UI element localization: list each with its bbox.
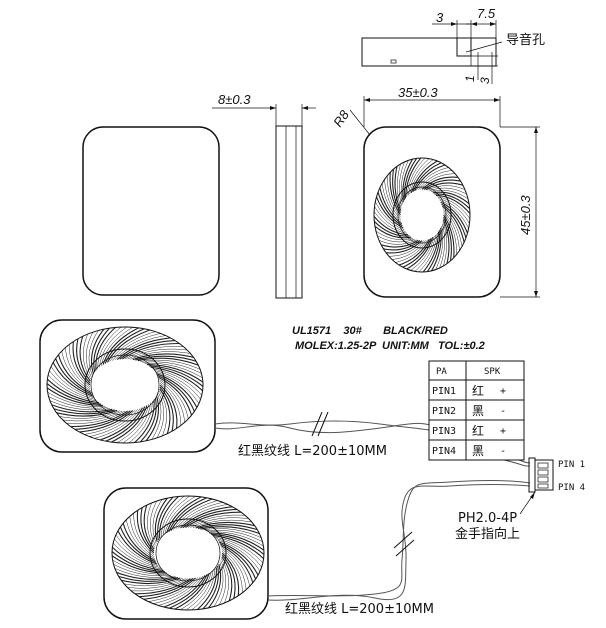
- table-row-color: 黑: [472, 404, 484, 418]
- table-row-pin: PIN1: [432, 386, 456, 397]
- dim-radius: R8: [330, 107, 352, 130]
- table-row-sign: -: [500, 446, 506, 457]
- table-row-sign: +: [500, 426, 506, 437]
- dim-width: 35±0.3: [398, 85, 438, 100]
- table-header-pa: PA: [436, 367, 447, 377]
- table-row-pin: PIN2: [432, 406, 456, 417]
- connector: PIN 1 PIN 4 PH2.0-4P 金手指向上: [455, 457, 585, 542]
- dim-hole-width: 7.5: [477, 6, 496, 21]
- pin-table: PA SPK PIN1 红 + PIN2 黑 - PIN3 红 + PIN4 黑…: [428, 360, 525, 461]
- dim-thickness: 8±0.3: [218, 92, 251, 107]
- lower-speaker: [103, 487, 269, 620]
- dim-hole-offset: 3: [436, 10, 444, 25]
- table-row-color: 黑: [472, 444, 484, 458]
- side-view: 8±0.3: [212, 92, 316, 299]
- dim-hole-height-3: 3: [478, 77, 492, 84]
- connector-pin1-label: PIN 1: [558, 460, 585, 470]
- table-row-color: 红: [472, 423, 484, 438]
- table-row-pin: PIN3: [432, 426, 456, 437]
- dim-height: 45±0.3: [518, 195, 533, 235]
- connector-orientation: 金手指向上: [455, 526, 520, 542]
- speaker-front-view: 35±0.3 45±0.3 R8: [330, 85, 540, 298]
- wire-spec-note: UL1571 30# BLACK/RED: [292, 325, 448, 337]
- connector-model: PH2.0-4P: [458, 511, 517, 526]
- upper-speaker: [39, 319, 216, 453]
- table-row-pin: PIN4: [432, 446, 456, 457]
- upper-wire-label: 红黑纹线 L=200±10MM: [238, 443, 387, 459]
- unit-tolerance-note: MOLEX:1.25-2P UNIT:MM TOL:±0.2: [295, 340, 485, 352]
- front-view-blank: [82, 126, 220, 296]
- table-row-sign: -: [500, 406, 506, 417]
- top-side-view: 3 7.5 导音孔 1 3: [361, 6, 545, 84]
- sound-hole-label: 导音孔: [506, 32, 545, 48]
- table-row-color: 红: [472, 383, 484, 398]
- dim-hole-height-1: 1: [463, 75, 477, 82]
- table-row-sign: +: [500, 386, 506, 397]
- connector-pin4-label: PIN 4: [558, 483, 585, 493]
- table-header-spk: SPK: [484, 367, 501, 377]
- lower-wire-label: 红黑纹线 L=200±10MM: [285, 601, 434, 617]
